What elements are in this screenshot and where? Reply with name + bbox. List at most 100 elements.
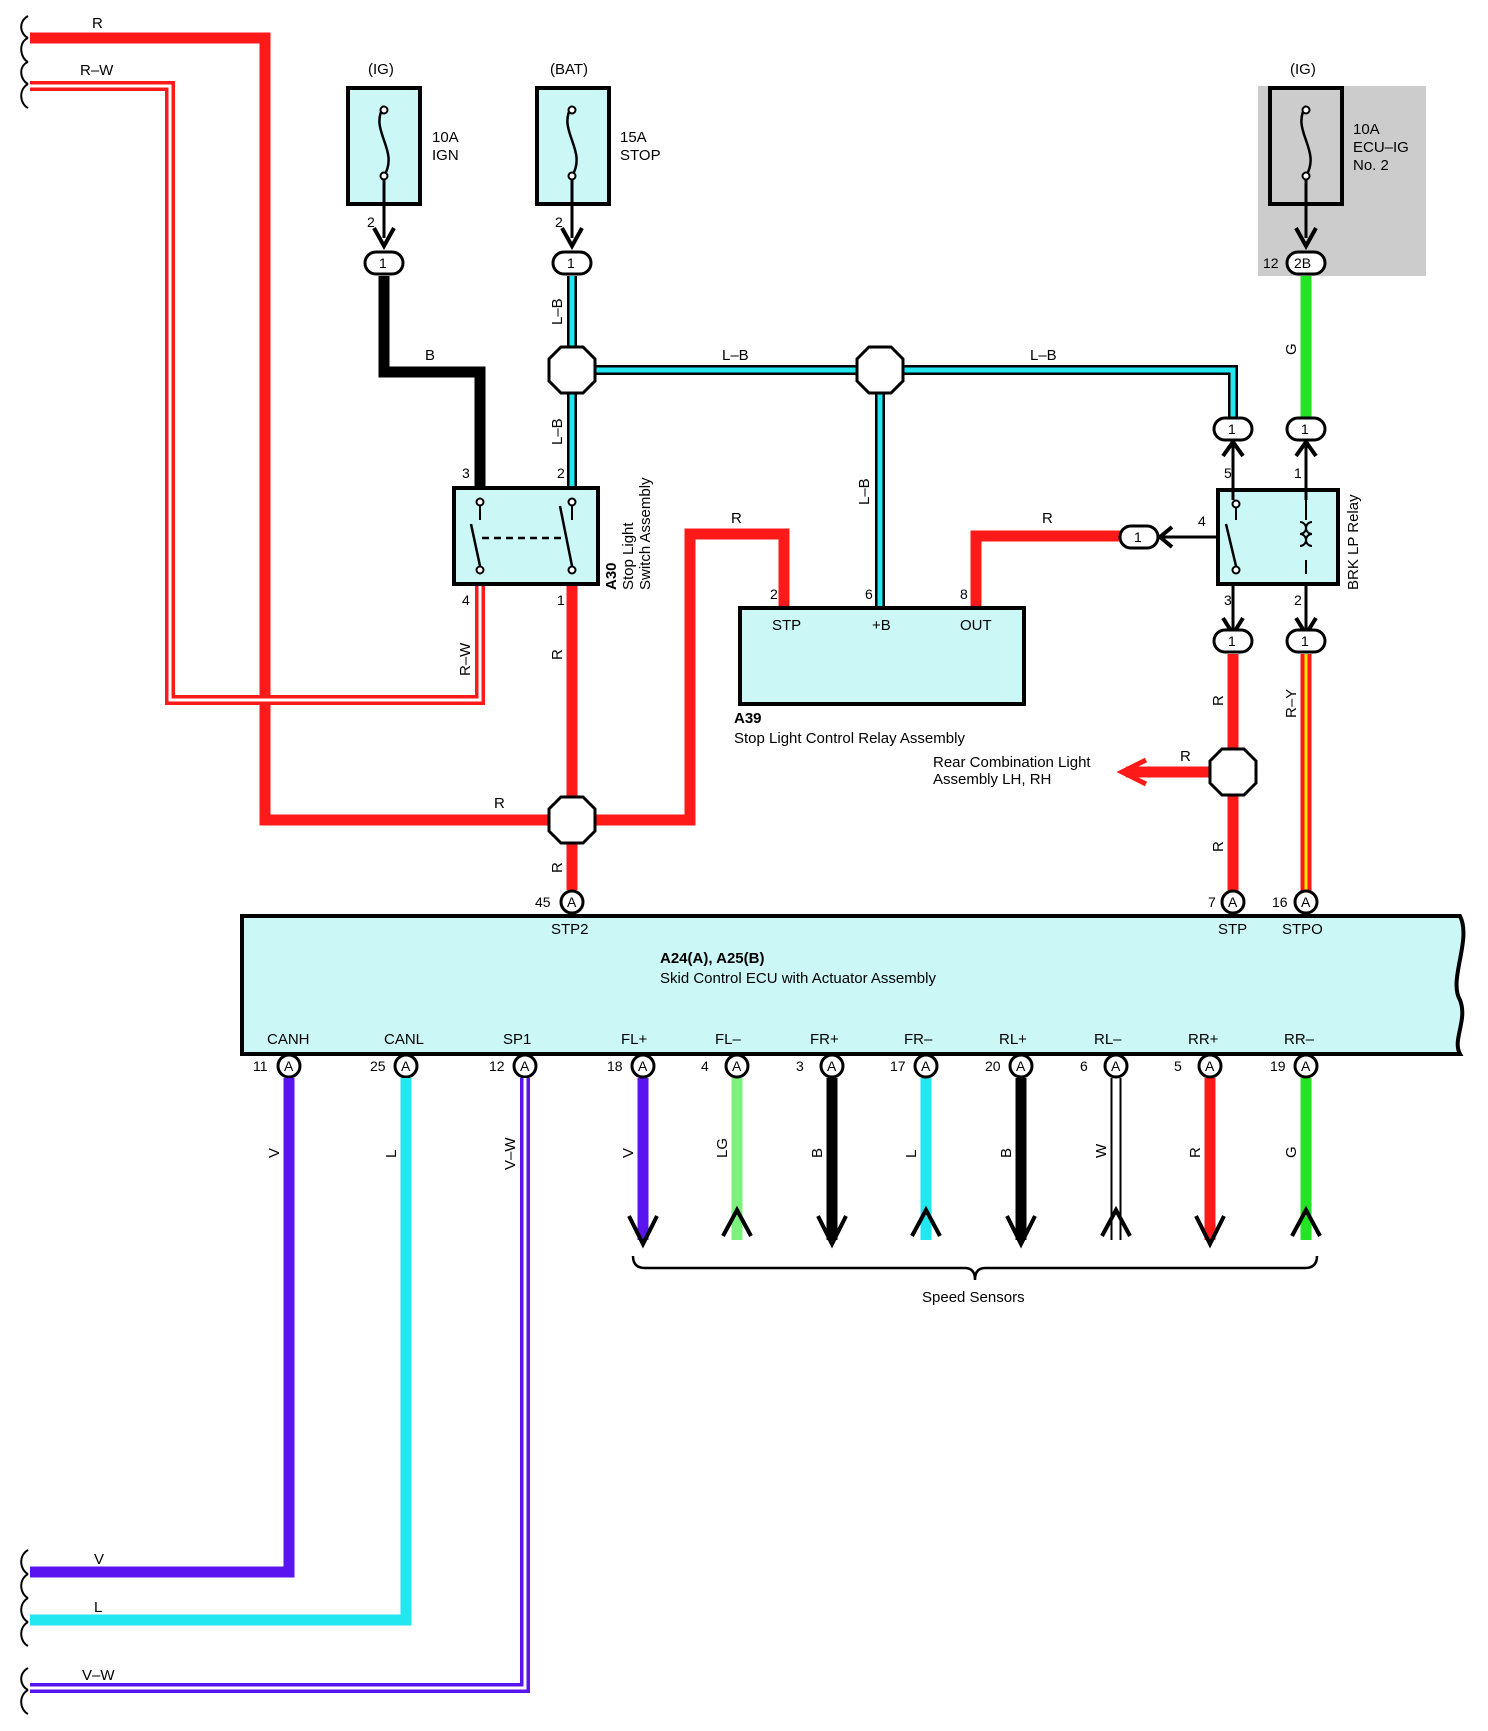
wire-r-top xyxy=(30,32,575,826)
ecu-bottom-pin-name-6: FR– xyxy=(904,1031,933,1048)
ecu-bottom-wire-label-5: B xyxy=(809,1148,826,1158)
a39-pin-pb: 6 xyxy=(865,586,873,602)
fuse-ign-amp: 10A xyxy=(432,129,459,146)
ecu-top-pin-num-2: 16 xyxy=(1272,894,1288,910)
ecu-bottom-pin-num-7: 20 xyxy=(985,1058,1001,1074)
label-wire-r-stp2: R xyxy=(549,862,566,873)
ecu-bottom-wire-label-4: LG xyxy=(714,1138,731,1158)
sensor-arrow xyxy=(816,1215,848,1249)
stop-light-control-relay: 2 6 8 STP +B OUT A39 Stop Light Control … xyxy=(734,586,1026,747)
ecu-bottom-wire-label-7: B xyxy=(998,1148,1015,1158)
wire-r-out xyxy=(970,530,1120,606)
ecu-bottom-wire-label-1: L xyxy=(383,1150,400,1158)
ecu-bottom-pin-letter: A xyxy=(1301,1058,1311,1074)
ecu-top-pin-num-0: 45 xyxy=(535,894,551,910)
fuse-ign-name: IGN xyxy=(432,147,459,164)
label-wire-lb5: L–B xyxy=(856,478,873,505)
switch-pin4: 4 xyxy=(462,592,470,608)
fuse-ign: (IG) 10A IGN 2 1 xyxy=(346,61,459,276)
label-wire-b: B xyxy=(425,347,435,364)
label-wire-r-main: R xyxy=(494,795,505,812)
sensor-arrow xyxy=(910,1205,942,1237)
ecu-bottom-pin xyxy=(1008,1053,1034,1079)
label-wire-r-top: R xyxy=(92,15,103,32)
wire-b xyxy=(378,276,486,486)
ecu-bottom-pin-num-8: 6 xyxy=(1080,1058,1088,1074)
can-wires: V L V–W xyxy=(20,1078,530,1715)
junction-lb-left xyxy=(547,345,597,395)
ecu-bottom-pin-name-4: FL– xyxy=(715,1031,742,1048)
fuse-ign-pin: 2 xyxy=(367,214,375,230)
switch-pin3: 3 xyxy=(462,465,470,481)
ecu-bottom-pin-num-6: 17 xyxy=(890,1058,906,1074)
ecu-bottom-pin-name-7: RL+ xyxy=(999,1031,1027,1048)
ecu-bottom-pin-num-2: 12 xyxy=(489,1058,505,1074)
fuse-stop-conn: 1 xyxy=(567,255,575,271)
ecu-bottom-pin-num-3: 18 xyxy=(607,1058,623,1074)
ecu-bottom-pin-letter: A xyxy=(401,1058,411,1074)
junction-r-main xyxy=(547,795,597,845)
ecu-bottom-pin-name-3: FL+ xyxy=(621,1031,648,1048)
label-wire-lb1: L–B xyxy=(549,298,566,325)
ecu-bottom-pin-num-5: 3 xyxy=(796,1058,804,1074)
a39-pin-stp: 2 xyxy=(770,586,778,602)
speed-sensors-label: Speed Sensors xyxy=(922,1289,1025,1306)
label-wire-rw-top: R–W xyxy=(80,62,114,79)
relay-pin4: 4 xyxy=(1198,513,1206,529)
fuse-ecu-ig: (IG) 10A ECU–IG No. 2 12 2B xyxy=(1258,61,1426,276)
a39-id: A39 xyxy=(734,710,762,727)
ecu-bottom-pin-letter: A xyxy=(284,1058,294,1074)
label-wire-g-top: G xyxy=(1283,343,1300,355)
fuse-ecu-source: (IG) xyxy=(1290,61,1316,78)
ecu-bottom-pin xyxy=(512,1053,538,1079)
ecu-bottom-pin-name-5: FR+ xyxy=(810,1031,839,1048)
ecu-bottom-pin xyxy=(1103,1053,1129,1079)
label-wire-l-bot: L xyxy=(94,1599,102,1616)
fuse-ign-conn: 1 xyxy=(379,255,387,271)
wire-r-a39 xyxy=(575,528,790,826)
relay-pin1: 1 xyxy=(1294,465,1302,481)
label-wire-r-relay3: R xyxy=(1210,695,1227,706)
wire-v-canh xyxy=(30,1078,295,1578)
svg-text:1: 1 xyxy=(1228,633,1236,649)
svg-text:1: 1 xyxy=(1228,421,1236,437)
label-wire-vw-bot: V–W xyxy=(82,1667,115,1684)
ecu-bottom-pin-name-2: SP1 xyxy=(503,1031,531,1048)
label-wire-v-bot: V xyxy=(94,1551,104,1568)
ecu-bottom-pin-name-8: RL– xyxy=(1094,1031,1122,1048)
ecu-bottom-wire-label-0: V xyxy=(266,1148,283,1158)
label-wire-r-a39: R xyxy=(731,510,742,527)
switch-pin1: 1 xyxy=(557,592,565,608)
a39-pin-out: 8 xyxy=(960,586,968,602)
ecu-bottom-pin-num-4: 4 xyxy=(701,1058,709,1074)
label-wire-lb3: L–B xyxy=(722,347,749,364)
brk-lp-relay: 5 1 4 3 2 BRK LP Relay xyxy=(1198,465,1362,608)
relay-name: BRK LP Relay xyxy=(1345,494,1362,590)
ecu-bottom-pin xyxy=(630,1053,656,1079)
sensor-arrow xyxy=(1194,1215,1226,1249)
ecu-bottom-pin xyxy=(393,1053,419,1079)
sensor-arrow xyxy=(1005,1215,1037,1249)
ecu-bottom-pin-name-1: CANL xyxy=(384,1031,424,1048)
ecu-bottom-pin-letter: A xyxy=(1111,1058,1121,1074)
ecu-bottom-wire-label-6: L xyxy=(903,1150,920,1158)
svg-text:A: A xyxy=(567,894,577,910)
ecu-id: A24(A), A25(B) xyxy=(660,950,764,967)
wire-vw-sp1 xyxy=(30,1078,530,1693)
ecu-top-pins: A 45 STP2 A 7 STP A 16 STPO xyxy=(535,889,1323,938)
relay-bottom-connectors: 1 1 xyxy=(1212,584,1327,654)
rear-combo-line1: Rear Combination Light xyxy=(933,754,1091,771)
ecu-bottom-pin xyxy=(724,1053,750,1079)
ecu-bottom-pin-num-10: 19 xyxy=(1270,1058,1286,1074)
relay-top-connectors: 1 1 xyxy=(1212,416,1327,500)
ecu-bottom-pin-name-9: RR+ xyxy=(1188,1031,1219,1048)
label-wire-r-out: R xyxy=(1042,510,1053,527)
ecu-bottom-pin-num-9: 5 xyxy=(1174,1058,1182,1074)
ecu-bottom-wire-label-2: V–W xyxy=(502,1137,519,1170)
a39-stp-label: STP xyxy=(772,617,801,634)
sensor-arrow xyxy=(627,1215,659,1249)
ecu-bottom-pin xyxy=(1197,1053,1223,1079)
junction-lb-mid xyxy=(855,345,905,395)
sensor-arrow xyxy=(1100,1205,1132,1237)
